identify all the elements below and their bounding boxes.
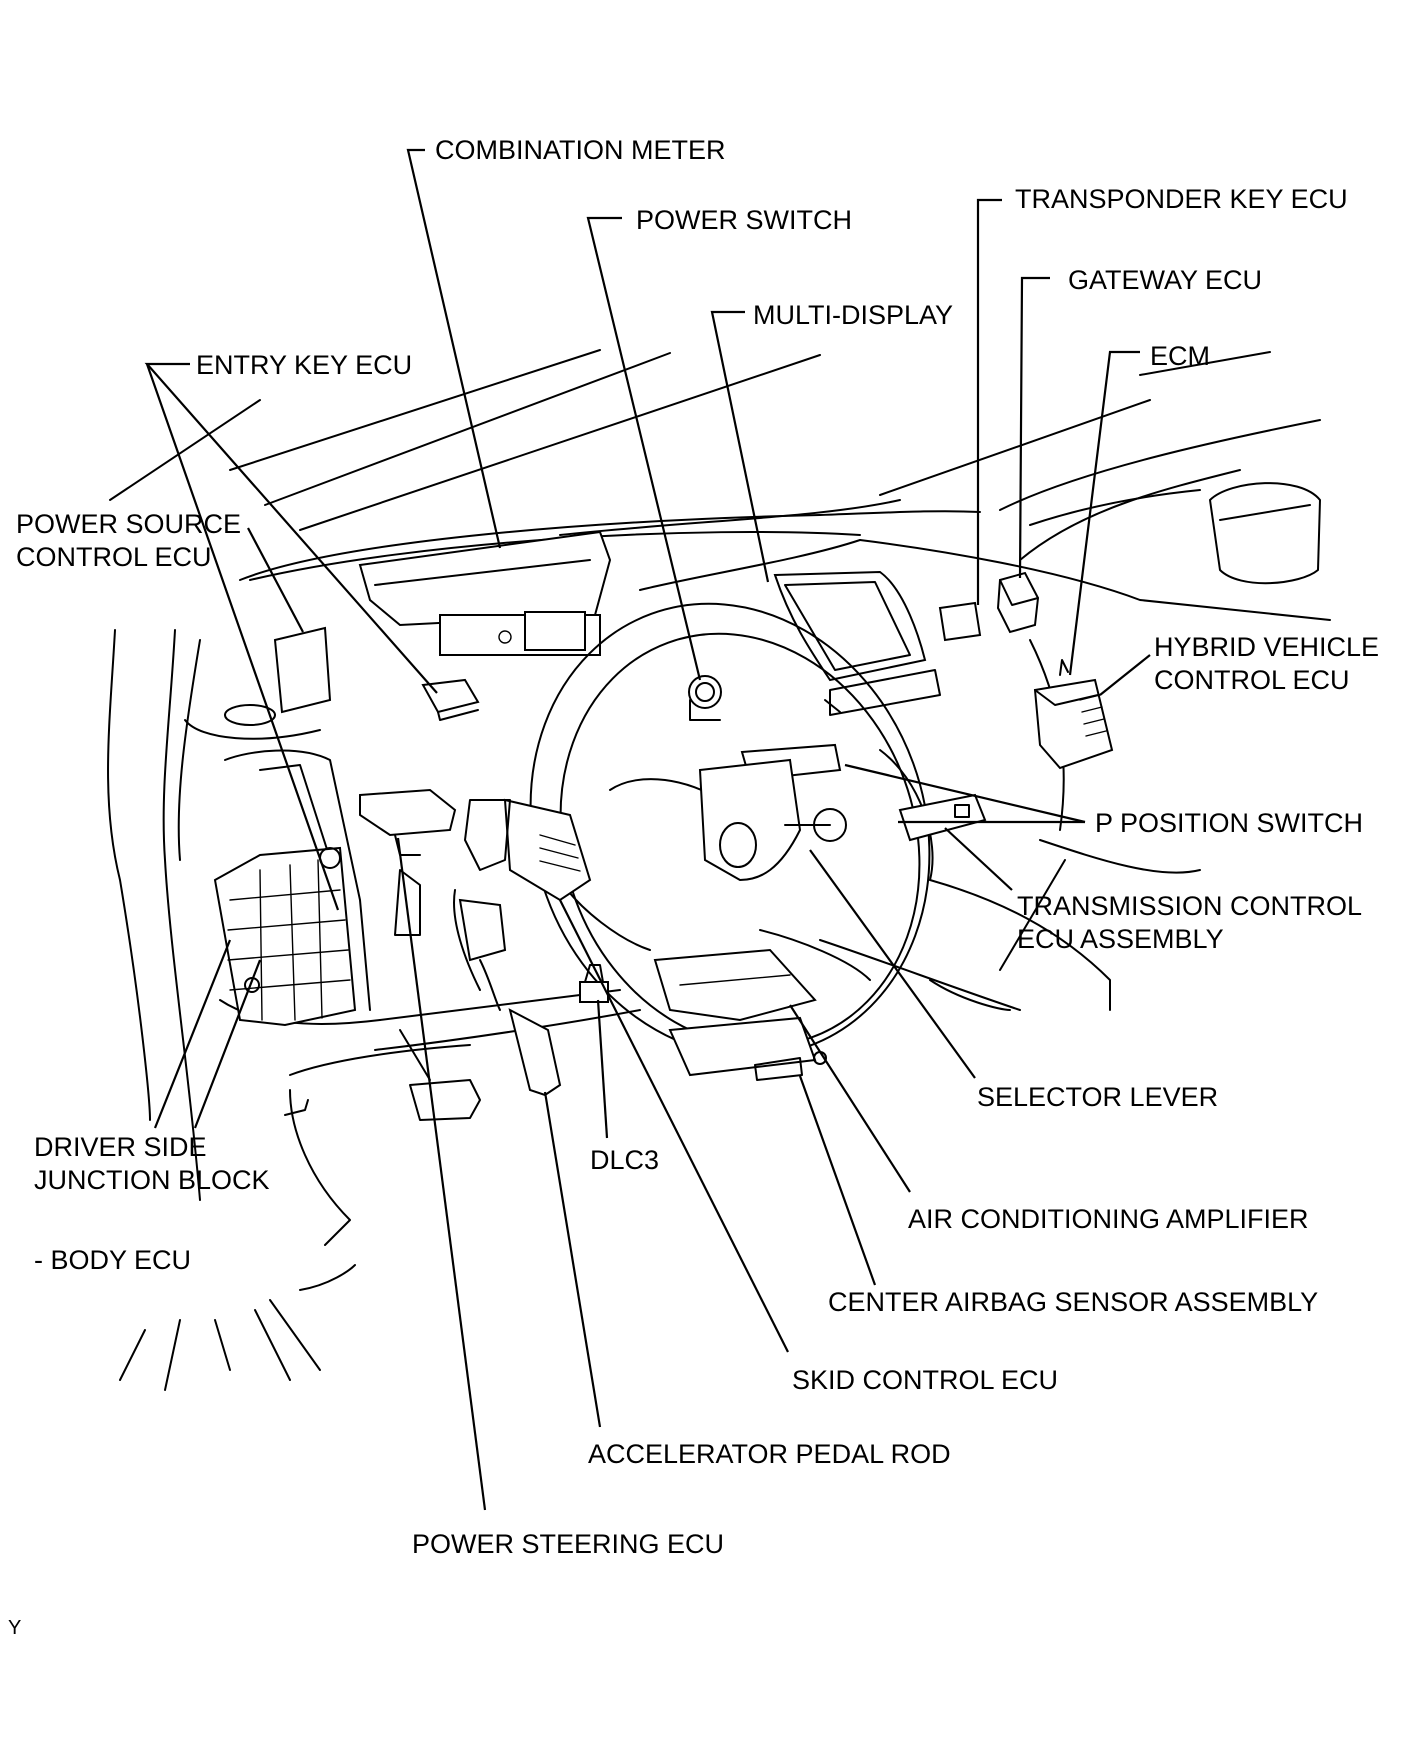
dashboard-illustration xyxy=(107,349,1331,1391)
label-p-position-switch: P POSITION SWITCH xyxy=(1095,808,1363,838)
label-selector-lever: SELECTOR LEVER xyxy=(977,1082,1218,1112)
figure-code: Y xyxy=(8,1617,21,1639)
multi-display-unit xyxy=(773,570,941,716)
combination-meter-unit xyxy=(358,530,612,656)
label-air-conditioning-amplifier: AIR CONDITIONING AMPLIFIER xyxy=(908,1204,1309,1234)
label-gateway-ecu: GATEWAY ECU xyxy=(1068,265,1262,295)
label-ecm: ECM xyxy=(1150,341,1210,371)
label-hybrid-vehicle-control-ecu-1: HYBRID VEHICLE xyxy=(1154,632,1379,662)
label-combination-meter: COMBINATION METER xyxy=(435,135,726,165)
dlc3-unit xyxy=(579,964,609,1003)
selector-lever-unit xyxy=(698,758,847,882)
label-center-airbag-sensor-assembly: CENTER AIRBAG SENSOR ASSEMBLY xyxy=(828,1287,1318,1317)
label-driver-side-junction-block-2: JUNCTION BLOCK xyxy=(34,1165,270,1195)
transponder-key-ecu-unit xyxy=(938,601,982,642)
power-source-control-ecu-unit xyxy=(224,626,332,726)
label-power-source-control-ecu-2: CONTROL ECU xyxy=(16,542,212,572)
label-accelerator-pedal-rod: ACCELERATOR PEDAL ROD xyxy=(588,1439,951,1469)
label-transponder-key-ecu: TRANSPONDER KEY ECU xyxy=(1015,184,1348,214)
label-dlc3: DLC3 xyxy=(590,1145,659,1175)
label-driver-side-junction-block-1: DRIVER SIDE xyxy=(34,1132,207,1162)
center-airbag-sensor-unit xyxy=(668,1016,827,1081)
label-body-ecu: - BODY ECU xyxy=(34,1245,191,1275)
entry-key-ecu-unit xyxy=(421,678,480,721)
label-power-switch: POWER SWITCH xyxy=(636,205,852,235)
callout-labels: COMBINATION METER POWER SWITCH TRANSPOND… xyxy=(8,135,1379,1639)
transmission-control-ecu-unit xyxy=(898,793,987,842)
label-transmission-control-ecu-2: ECU ASSEMBLY xyxy=(1017,924,1224,954)
driver-side-junction-block-unit xyxy=(213,846,357,1027)
label-transmission-control-ecu-1: TRANSMISSION CONTROL xyxy=(1017,891,1362,921)
air-conditioning-amplifier-unit xyxy=(653,948,817,1022)
skid-control-ecu-unit xyxy=(453,798,592,991)
leader-lines xyxy=(144,148,1151,1511)
power-steering-ecu-unit xyxy=(359,788,457,856)
label-multi-display: MULTI-DISPLAY xyxy=(753,300,953,330)
label-skid-control-ecu: SKID CONTROL ECU xyxy=(792,1365,1058,1395)
hybrid-vehicle-control-ecu-unit xyxy=(1033,659,1114,770)
label-power-source-control-ecu-1: POWER SOURCE xyxy=(16,509,241,539)
label-hybrid-vehicle-control-ecu-2: CONTROL ECU xyxy=(1154,665,1350,695)
gateway-ecu-unit xyxy=(996,571,1040,634)
label-entry-key-ecu: ENTRY KEY ECU xyxy=(196,350,412,380)
accelerator-pedal-unit xyxy=(458,898,562,1097)
label-power-steering-ecu: POWER STEERING ECU xyxy=(412,1529,724,1559)
power-switch-unit xyxy=(688,675,722,721)
